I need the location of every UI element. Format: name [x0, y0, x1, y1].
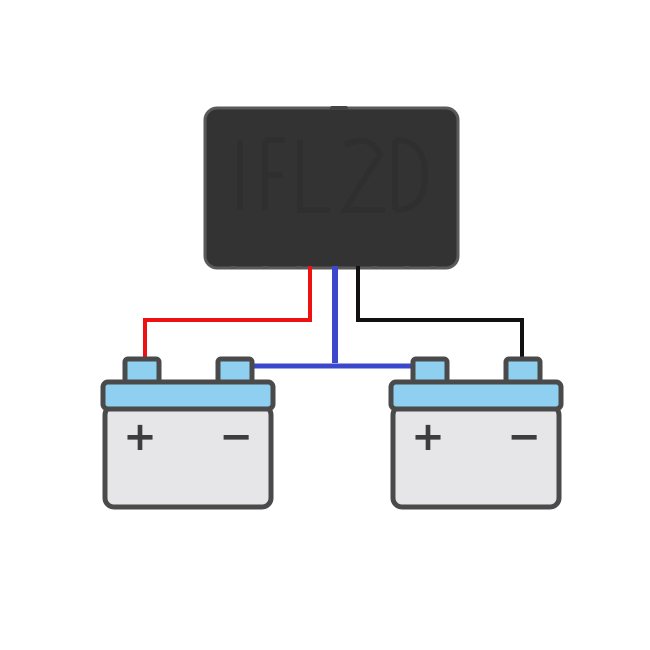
balancer-module-icon	[237, 137, 429, 213]
battery-left-negative-terminal	[215, 356, 255, 386]
battery-right-positive-symbol: +	[411, 414, 445, 460]
battery-right-negative-terminal	[503, 356, 543, 386]
battery-right-negative-symbol: −	[507, 414, 541, 460]
battery-right-positive-terminal	[410, 356, 450, 386]
battery-left-positive-symbol: +	[123, 414, 157, 460]
device-module	[203, 106, 460, 270]
device-top-notch	[330, 106, 348, 110]
wires	[143, 266, 524, 370]
black-wire	[356, 266, 524, 363]
battery-left-top	[100, 379, 276, 412]
red-wire	[143, 266, 312, 363]
device-connector-pins	[230, 266, 436, 269]
battery-left-negative-symbol: −	[219, 414, 253, 460]
battery-right: + −	[388, 356, 564, 510]
battery-left: + −	[100, 356, 276, 510]
battery-right-top	[388, 379, 564, 412]
battery-left-positive-terminal	[122, 356, 162, 386]
